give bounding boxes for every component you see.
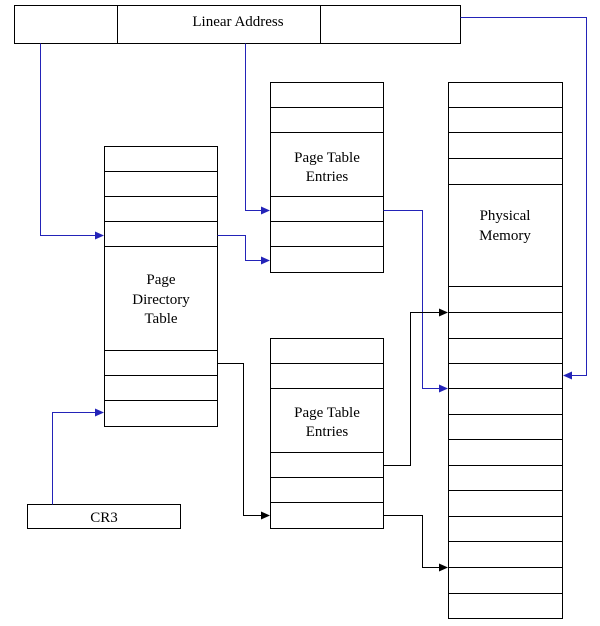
arrow-directory-to-page-table-bottom — [217, 363, 270, 520]
page-table-bottom-label-2: Entries — [306, 424, 349, 440]
page-directory-label-1: Page — [146, 272, 176, 288]
physical-memory: Physical Memory — [448, 82, 563, 619]
arrow-cr3-to-directory — [52, 408, 104, 505]
arrow-page-table-bottom-to-memory-lower — [383, 515, 448, 572]
page-table-top-label-2: Entries — [306, 169, 349, 185]
page-directory-label-2: Directory — [132, 292, 190, 308]
arrow-linear-to-memory — [460, 17, 587, 380]
arrow-directory-to-page-table-top — [217, 235, 270, 265]
arrow-linear-to-directory — [40, 43, 104, 240]
arrow-linear-to-page-table — [245, 43, 270, 215]
arrow-page-table-top-to-memory — [383, 210, 448, 393]
arrow-page-table-bottom-to-memory-upper — [383, 308, 448, 466]
page-directory-label-3: Table — [144, 311, 177, 327]
physical-memory-label-2: Memory — [479, 228, 531, 244]
page-table-bottom-label-1: Page Table — [294, 405, 360, 421]
linear-address-bar: Linear Address — [14, 5, 461, 44]
linear-address-label: Linear Address — [192, 14, 283, 30]
cr3-register: CR3 — [27, 504, 181, 529]
page-table-top-label-1: Page Table — [294, 150, 360, 166]
page-directory-table: Page Directory Table — [104, 146, 218, 427]
cr3-label: CR3 — [90, 510, 118, 526]
page-table-bottom: Page Table Entries — [270, 338, 384, 529]
physical-memory-label-1: Physical — [480, 208, 531, 224]
page-table-top: Page Table Entries — [270, 82, 384, 273]
